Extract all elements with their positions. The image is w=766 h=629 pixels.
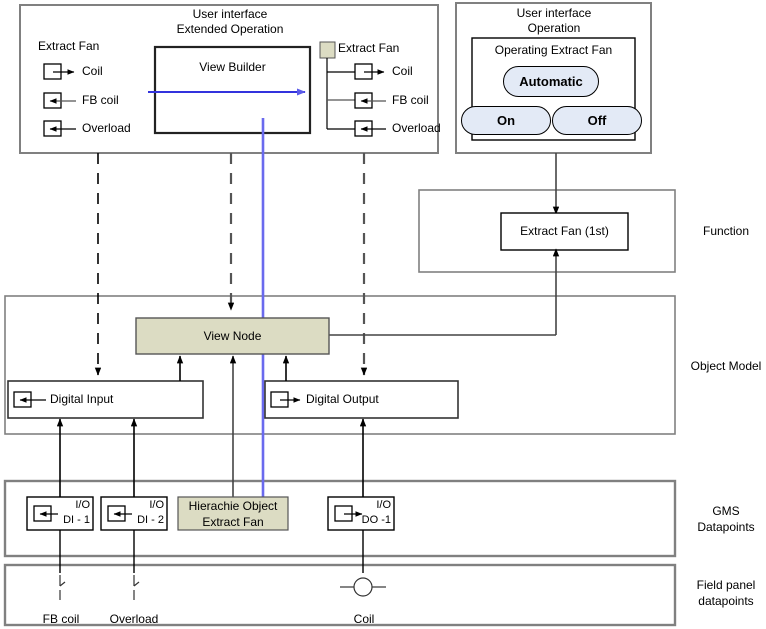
field-fb-coil-label: FB coil bbox=[42, 612, 80, 626]
on-button[interactable]: On bbox=[461, 106, 551, 135]
off-button[interactable]: Off bbox=[552, 106, 642, 135]
gms-di1-name[interactable]: DI - 1 bbox=[63, 514, 90, 526]
ui-extended-title-line1: User interface bbox=[192, 7, 268, 21]
view-node-label[interactable]: View Node bbox=[203, 328, 262, 343]
band-label-field-line2: datapoints bbox=[698, 593, 754, 608]
right-item-coil-label[interactable]: Coil bbox=[392, 64, 413, 78]
left-item-coil-label[interactable]: Coil bbox=[82, 64, 103, 78]
band-label-function: Function bbox=[702, 224, 750, 238]
automatic-button[interactable]: Automatic bbox=[503, 66, 599, 97]
view-builder-label[interactable]: View Builder bbox=[199, 59, 266, 74]
hierarchie-object-line1[interactable]: Hierachie Object bbox=[188, 498, 278, 513]
operating-panel-title: Operating Extract Fan bbox=[494, 42, 613, 57]
field-overload-label: Overload bbox=[109, 612, 159, 626]
digital-input-label[interactable]: Digital Input bbox=[50, 392, 114, 406]
ui-operation-title: User interface Operation bbox=[466, 5, 642, 37]
band-label-field-line1: Field panel bbox=[696, 578, 756, 592]
function-node-label[interactable]: Extract Fan (1st) bbox=[520, 224, 609, 238]
gms-di2-type: I/O bbox=[149, 499, 164, 511]
ui-operation-title-line2: Operation bbox=[527, 21, 581, 35]
left-item-fb-coil-label[interactable]: FB coil bbox=[82, 93, 119, 107]
right-group-label: Extract Fan bbox=[338, 41, 400, 55]
band-label-field-panel: Field panel datapoints bbox=[686, 578, 766, 609]
ui-operation-title-line1: User interface bbox=[516, 6, 592, 20]
ui-extended-title-line2: Extended Operation bbox=[176, 22, 284, 36]
band-label-gms-line2: Datapoints bbox=[697, 519, 755, 534]
field-coil-label: Coil bbox=[353, 612, 375, 626]
ui-extended-title: User interface Extended Operation bbox=[110, 6, 350, 38]
right-item-overload-label[interactable]: Overload bbox=[392, 121, 441, 135]
band-label-object-model: Object Model bbox=[690, 359, 762, 373]
hierarchie-object-line2[interactable]: Extract Fan bbox=[202, 514, 264, 529]
left-group-label: Extract Fan bbox=[38, 39, 100, 53]
gms-do1-type: I/O bbox=[376, 499, 391, 511]
digital-output-label[interactable]: Digital Output bbox=[306, 392, 379, 406]
gms-di1-type: I/O bbox=[75, 499, 90, 511]
gms-do1-name[interactable]: DO -1 bbox=[361, 514, 391, 526]
left-item-overload-label[interactable]: Overload bbox=[82, 121, 131, 135]
gms-di2-name[interactable]: DI - 2 bbox=[137, 514, 164, 526]
band-label-gms-line1: GMS bbox=[712, 504, 740, 518]
right-item-fb-coil-label[interactable]: FB coil bbox=[392, 93, 429, 107]
band-label-gms: GMS Datapoints bbox=[686, 504, 766, 535]
